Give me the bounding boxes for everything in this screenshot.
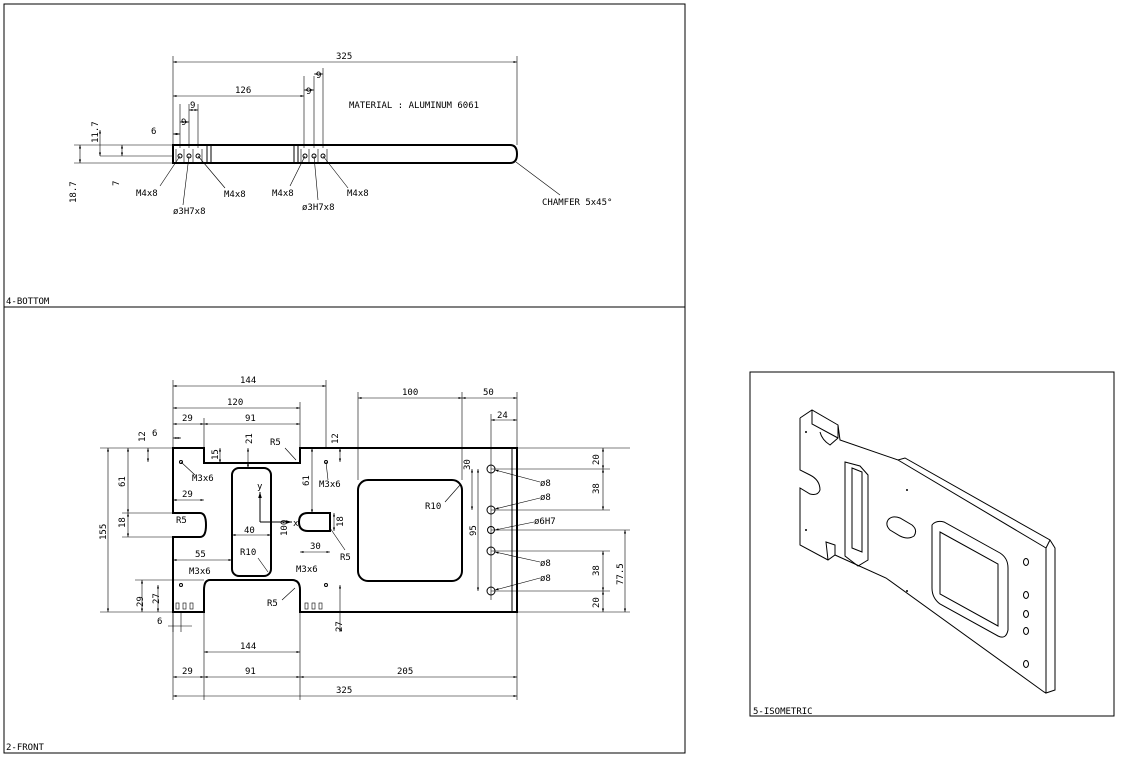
- callout-hole-8-c: ø8: [540, 559, 551, 569]
- callout-r5-a: R5: [176, 516, 187, 526]
- isometric-view-label: 5-ISOMETRIC: [753, 707, 813, 717]
- callout-r5-c: R5: [340, 553, 351, 563]
- bottom-part-outline: [172, 144, 519, 164]
- dim-30-v: 30: [463, 459, 473, 470]
- dim-61-a: 61: [118, 476, 128, 487]
- dim-38-b: 38: [592, 565, 602, 576]
- dim-29-b: 29: [136, 596, 146, 607]
- callout-r10-b: R10: [425, 502, 441, 512]
- dim-77-5: 77.5: [616, 563, 626, 585]
- dim-18-a: 18: [118, 517, 128, 528]
- dim-205: 205: [397, 667, 413, 677]
- callout-m3x6-b: M3x6: [319, 480, 341, 490]
- dim-6-bottom: 6: [151, 127, 156, 137]
- dim-6-a: 6: [152, 429, 157, 439]
- dim-91-top: 91: [245, 414, 256, 424]
- iso-outline: [799, 409, 1056, 694]
- callout-m3x6-d: M3x6: [296, 565, 318, 575]
- callout-m3x6-c: M3x6: [189, 567, 211, 577]
- isometric-view: [799, 409, 1056, 694]
- front-view-label: 2-FRONT: [6, 743, 45, 753]
- axis-x: x: [293, 519, 299, 529]
- callout-pin-1: ø3H7x8: [173, 207, 206, 217]
- dim-6-b: 6: [157, 617, 162, 627]
- material-note: MATERIAL : ALUMINUM 6061: [349, 101, 479, 111]
- dim-18-7: 18.7: [69, 181, 79, 203]
- callout-m4x8-4: M4x8: [347, 189, 369, 199]
- dim-91-bottom: 91: [245, 667, 256, 677]
- dim-12-b: 12: [331, 433, 341, 444]
- callout-m4x8-2: M4x8: [224, 190, 246, 200]
- dim-55: 55: [195, 550, 206, 560]
- front-view-frame: [3, 306, 686, 754]
- dim-40: 40: [244, 526, 255, 536]
- dim-27-a: 27: [152, 593, 162, 604]
- dim-18-b: 18: [336, 516, 346, 527]
- dim-61-b: 61: [302, 475, 312, 486]
- front-window: [357, 479, 463, 582]
- chamfer-note: CHAMFER 5x45°: [542, 198, 612, 208]
- callout-hole-8-d: ø8: [540, 574, 551, 584]
- dim-24: 24: [497, 411, 508, 421]
- front-view: y x 144 120 91 29 100 50 24 12 6 21 15: [99, 376, 630, 700]
- callout-m4x8-3: M4x8: [272, 189, 294, 199]
- dim-15: 15: [211, 449, 221, 460]
- dim-9-b: 9: [306, 87, 311, 97]
- dim-20-b: 20: [592, 597, 602, 608]
- axis-y: y: [257, 482, 263, 492]
- dim-12-a: 12: [138, 431, 148, 442]
- dim-120: 120: [227, 398, 243, 408]
- dim-95: 95: [469, 525, 479, 536]
- dim-155: 155: [99, 524, 109, 540]
- dim-144-bottom: 144: [240, 642, 256, 652]
- dim-29-top: 29: [182, 414, 193, 424]
- dim-126: 126: [235, 86, 251, 96]
- callout-m3x6-a: M3x6: [192, 474, 214, 484]
- callout-r5-b: R5: [270, 438, 281, 448]
- callout-m4x8-1: M4x8: [136, 189, 158, 199]
- front-part-outline: [172, 447, 518, 613]
- bottom-view-frame: [3, 3, 686, 308]
- dim-100-h: 100: [402, 388, 418, 398]
- dim-29-bottom: 29: [182, 667, 193, 677]
- dim-20-a: 20: [592, 454, 602, 465]
- bottom-view-label: 4-BOTTOM: [6, 297, 50, 307]
- dim-29-mid: 29: [182, 490, 193, 500]
- dim-21: 21: [245, 433, 255, 444]
- dim-144-top: 144: [240, 376, 256, 386]
- bottom-view: 325 126 9 9 9 9 6 11.7 7 18.7 M4x8 M4x8 …: [69, 52, 612, 217]
- dim-11-7: 11.7: [91, 121, 101, 143]
- dim-50: 50: [483, 388, 494, 398]
- callout-hole-8-b: ø8: [540, 493, 551, 503]
- dim-9-a: 9: [316, 71, 321, 81]
- front-slot-center: [297, 512, 331, 532]
- callout-pin-2: ø3H7x8: [302, 203, 335, 213]
- dim-9-c: 9: [190, 101, 195, 111]
- callout-hole-6h7: ø6H7: [534, 517, 556, 527]
- isometric-view-frame: [749, 371, 1115, 717]
- dim-30-a: 30: [310, 542, 321, 552]
- dim-9-d: 9: [181, 118, 186, 128]
- dim-100-v: 100: [280, 520, 290, 536]
- dim-38-a: 38: [592, 483, 602, 494]
- dim-325-front: 325: [336, 686, 352, 696]
- callout-r10-a: R10: [240, 548, 256, 558]
- callout-hole-8-a: ø8: [540, 479, 551, 489]
- dim-27-b: 27: [335, 621, 345, 632]
- callout-r5-d: R5: [267, 599, 278, 609]
- dim-325-bottom: 325: [336, 52, 352, 62]
- dim-7: 7: [112, 181, 122, 186]
